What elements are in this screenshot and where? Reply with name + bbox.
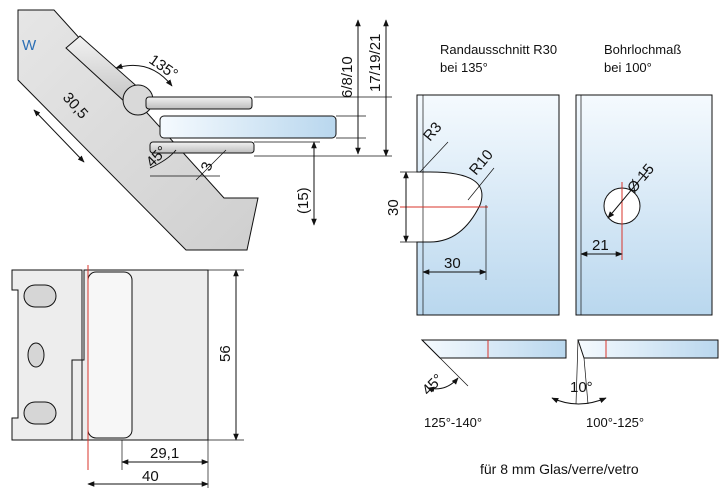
bore-bevel-arc <box>551 397 607 405</box>
cutout-bevel-label: 45° <box>419 371 447 399</box>
slot-upper <box>23 284 57 308</box>
cutout-view: Randausschnitt R30 bei 135° R3 R10 30 30… <box>385 42 567 430</box>
thickness-b-label: 17/19/21 <box>367 34 384 92</box>
gap-line <box>195 149 227 181</box>
clamp-arm-upper <box>145 96 253 110</box>
hinge-front-view: 56 29,1 40 <box>11 265 244 488</box>
bore-glass-panel <box>575 94 713 316</box>
thickness-a-label: 6/8/10 <box>339 56 356 98</box>
bore-bevel-leader-b <box>583 357 589 405</box>
bore-title-line2: bei 100° <box>604 60 652 75</box>
bore-title-line1: Bohrlochmaß <box>604 42 681 57</box>
inner-width-label: 29,1 <box>150 445 179 462</box>
bore-bevel-label: 10° <box>570 379 593 396</box>
cutout-bevel-leader <box>421 339 469 387</box>
bore-edge-label: 21 <box>592 237 609 254</box>
radius-small-leader <box>419 141 449 173</box>
bore-range-label: 100°-125° <box>586 415 644 430</box>
cutout-title-line2: bei 135° <box>440 60 488 75</box>
bore-bevel-section <box>577 339 719 359</box>
offset-label: (15) <box>295 187 312 214</box>
angle-135-label: 135° <box>146 51 181 83</box>
cutout-title-line1: Randausschnitt R30 <box>440 42 557 57</box>
cutout-depth-label: 30 <box>444 255 461 272</box>
cutout-bevel-arc <box>427 377 459 393</box>
total-width-label: 40 <box>142 468 159 485</box>
plate-marker: W <box>22 37 37 54</box>
radius-large-leader <box>467 167 495 201</box>
bore-front <box>27 342 45 368</box>
bevel-arc <box>149 149 177 169</box>
hinge-top-view: W 135° 30,5 45° 3 (15) 6/8/10 17/19/2 <box>17 9 392 251</box>
slot-lower <box>23 401 57 425</box>
cutout-bevel-section <box>420 339 567 359</box>
bore-diameter-leader <box>607 169 649 219</box>
glass-section <box>159 115 337 139</box>
angle-arc <box>115 63 173 87</box>
clamp-body <box>87 271 133 439</box>
length-dim-line <box>33 109 85 163</box>
bore-bevel-leader-a <box>575 339 579 405</box>
cutout-height-label: 30 <box>385 199 402 216</box>
height-label: 56 <box>217 345 234 362</box>
cutout-range-label: 125°-140° <box>424 415 482 430</box>
bore-view: Bohrlochmaß bei 100° Ø 15 21 10° 100°-12… <box>551 42 719 430</box>
glass-thickness-note: für 8 mm Glas/verre/vetro <box>480 461 639 477</box>
